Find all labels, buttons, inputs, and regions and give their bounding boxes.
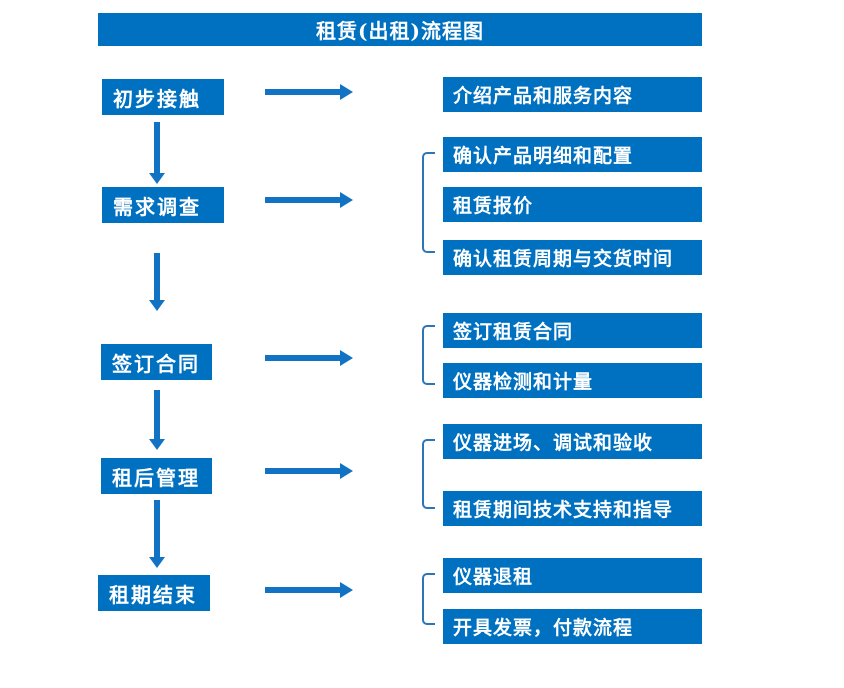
arrow-down-icon [149,122,165,184]
arrow-right-icon [265,463,353,479]
group-bracket-icon [422,573,435,625]
detail-box-confirm-period-delivery: 确认租赁周期与交货时间 [443,240,702,275]
step-box-post-rental-management: 租后管理 [101,458,212,494]
detail-box-rental-tech-support: 租赁期间技术支持和指导 [443,491,702,526]
arrow-right-icon [265,84,353,100]
step-box-lease-end: 租期结束 [98,575,210,611]
detail-box-rental-quote: 租赁报价 [443,187,702,222]
detail-box-confirm-product-config: 确认产品明细和配置 [443,137,702,172]
group-bracket-icon [422,152,435,253]
detail-box-instrument-inspection: 仪器检测和计量 [443,363,702,398]
detail-box-invoice-payment: 开具发票，付款流程 [443,609,702,644]
arrow-right-icon [265,582,353,598]
arrow-down-icon [149,253,165,311]
detail-box-instrument-setup-acceptance: 仪器进场、调试和验收 [443,424,702,459]
detail-box-sign-rental-contract: 签订租赁合同 [443,313,702,348]
group-bracket-icon [422,325,435,385]
arrow-down-icon [149,390,165,450]
detail-box-intro-products-services: 介绍产品和服务内容 [443,77,702,112]
arrow-right-icon [265,350,353,366]
group-bracket-icon [422,439,435,509]
flowchart-title: 租赁(出租)流程图 [98,13,702,46]
step-box-demand-survey: 需求调查 [102,187,224,223]
arrow-down-icon [149,500,165,568]
step-box-sign-contract: 签订合同 [101,344,212,380]
detail-box-instrument-return: 仪器退租 [443,558,702,593]
arrow-right-icon [265,192,353,208]
step-box-initial-contact: 初步接触 [102,79,224,115]
